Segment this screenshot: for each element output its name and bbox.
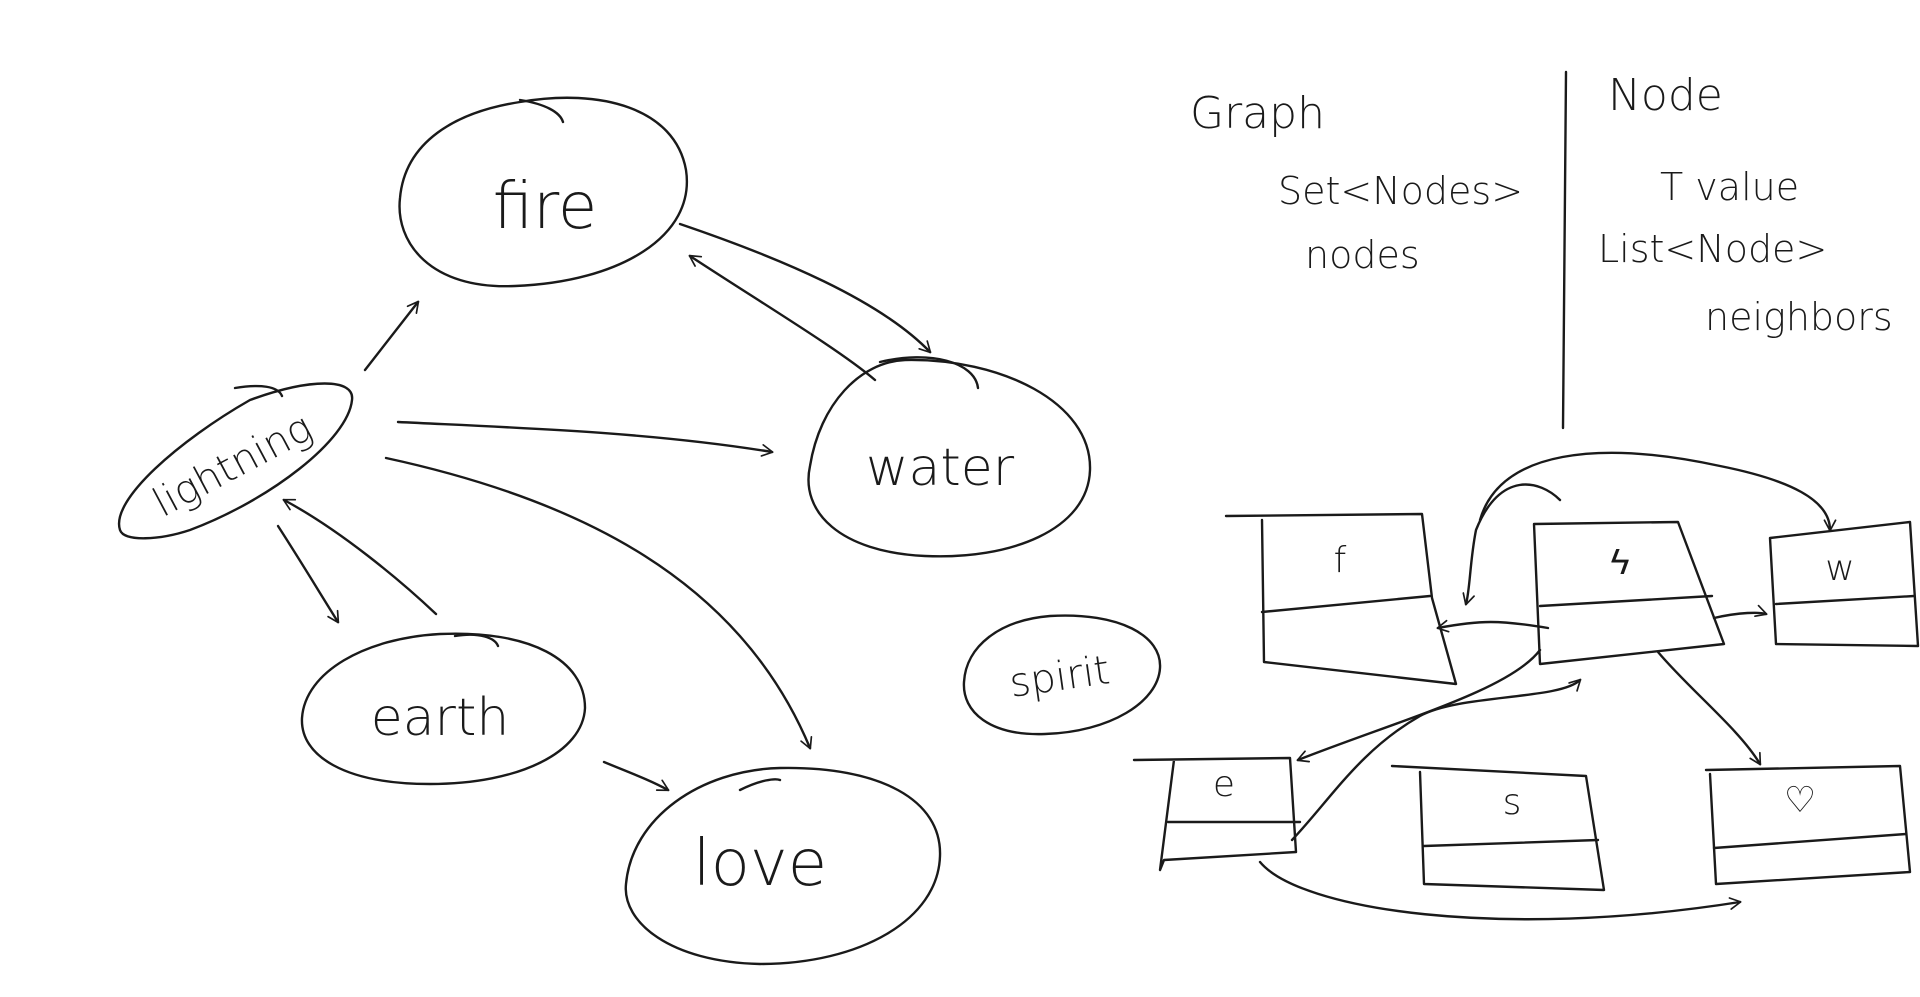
edge-fire-water	[678, 222, 932, 354]
edge-earth-lightning	[282, 498, 438, 616]
edge-lightning-water	[396, 420, 774, 457]
ptr-f-to-w	[1478, 451, 1837, 532]
notes-graph: Graph Set<Nodes> nodes	[1190, 88, 1523, 277]
node-fire-label: fire	[493, 170, 598, 244]
node-lightning: lightning	[117, 382, 354, 540]
node-spirit: spirit	[962, 614, 1162, 736]
box-f-label: f	[1334, 540, 1347, 581]
node-lightning-label: lightning	[145, 405, 319, 527]
graph-title: Graph	[1190, 88, 1325, 139]
box-s-label: s	[1503, 782, 1522, 823]
edge-water-fire	[688, 254, 877, 382]
node-earth: earth	[300, 632, 587, 786]
node-title: Node	[1608, 70, 1723, 121]
edge-lightning-earth	[276, 524, 340, 624]
graph-field-name: nodes	[1305, 233, 1420, 277]
ptr-l-to-heart	[1656, 650, 1762, 766]
ptr-l-to-e	[1296, 648, 1542, 763]
edge-lightning-love	[384, 456, 813, 750]
box-lightning-label: ϟ	[1610, 542, 1629, 583]
ptr-l-to-f	[1436, 619, 1550, 633]
node-water-label: water	[866, 438, 1015, 498]
edge-earth-love	[602, 760, 670, 792]
ptr-e-to-l	[1290, 678, 1582, 842]
ptr-l-to-f-top	[1462, 483, 1562, 606]
node-spirit-label: spirit	[1007, 647, 1113, 707]
box-e-label: e	[1213, 764, 1235, 805]
box-heart: ♡	[1704, 764, 1912, 886]
ptr-l-to-w	[1712, 604, 1768, 620]
node-list-name: neighbors	[1705, 295, 1893, 339]
notes-node: Node T value List<Node> neighbors	[1598, 70, 1893, 339]
node-earth-label: earth	[371, 688, 510, 748]
box-e: e	[1132, 756, 1302, 872]
node-value: T value	[1660, 165, 1799, 209]
node-fire: fire	[398, 96, 689, 288]
node-list-type: List<Node>	[1598, 227, 1827, 271]
box-w-label: w	[1825, 548, 1854, 589]
graph-field-type: Set<Nodes>	[1278, 169, 1523, 213]
box-f: f	[1224, 512, 1458, 686]
box-heart-label: ♡	[1784, 780, 1816, 821]
box-lightning: ϟ	[1532, 520, 1726, 666]
node-water: water	[807, 356, 1092, 558]
notes-divider	[1561, 70, 1568, 430]
node-love: love	[624, 766, 942, 966]
edge-lightning-fire	[363, 300, 420, 372]
node-love-label: love	[693, 827, 827, 901]
box-s: s	[1390, 764, 1606, 892]
ptr-e-to-heart	[1258, 860, 1742, 921]
box-w: w	[1768, 520, 1920, 648]
